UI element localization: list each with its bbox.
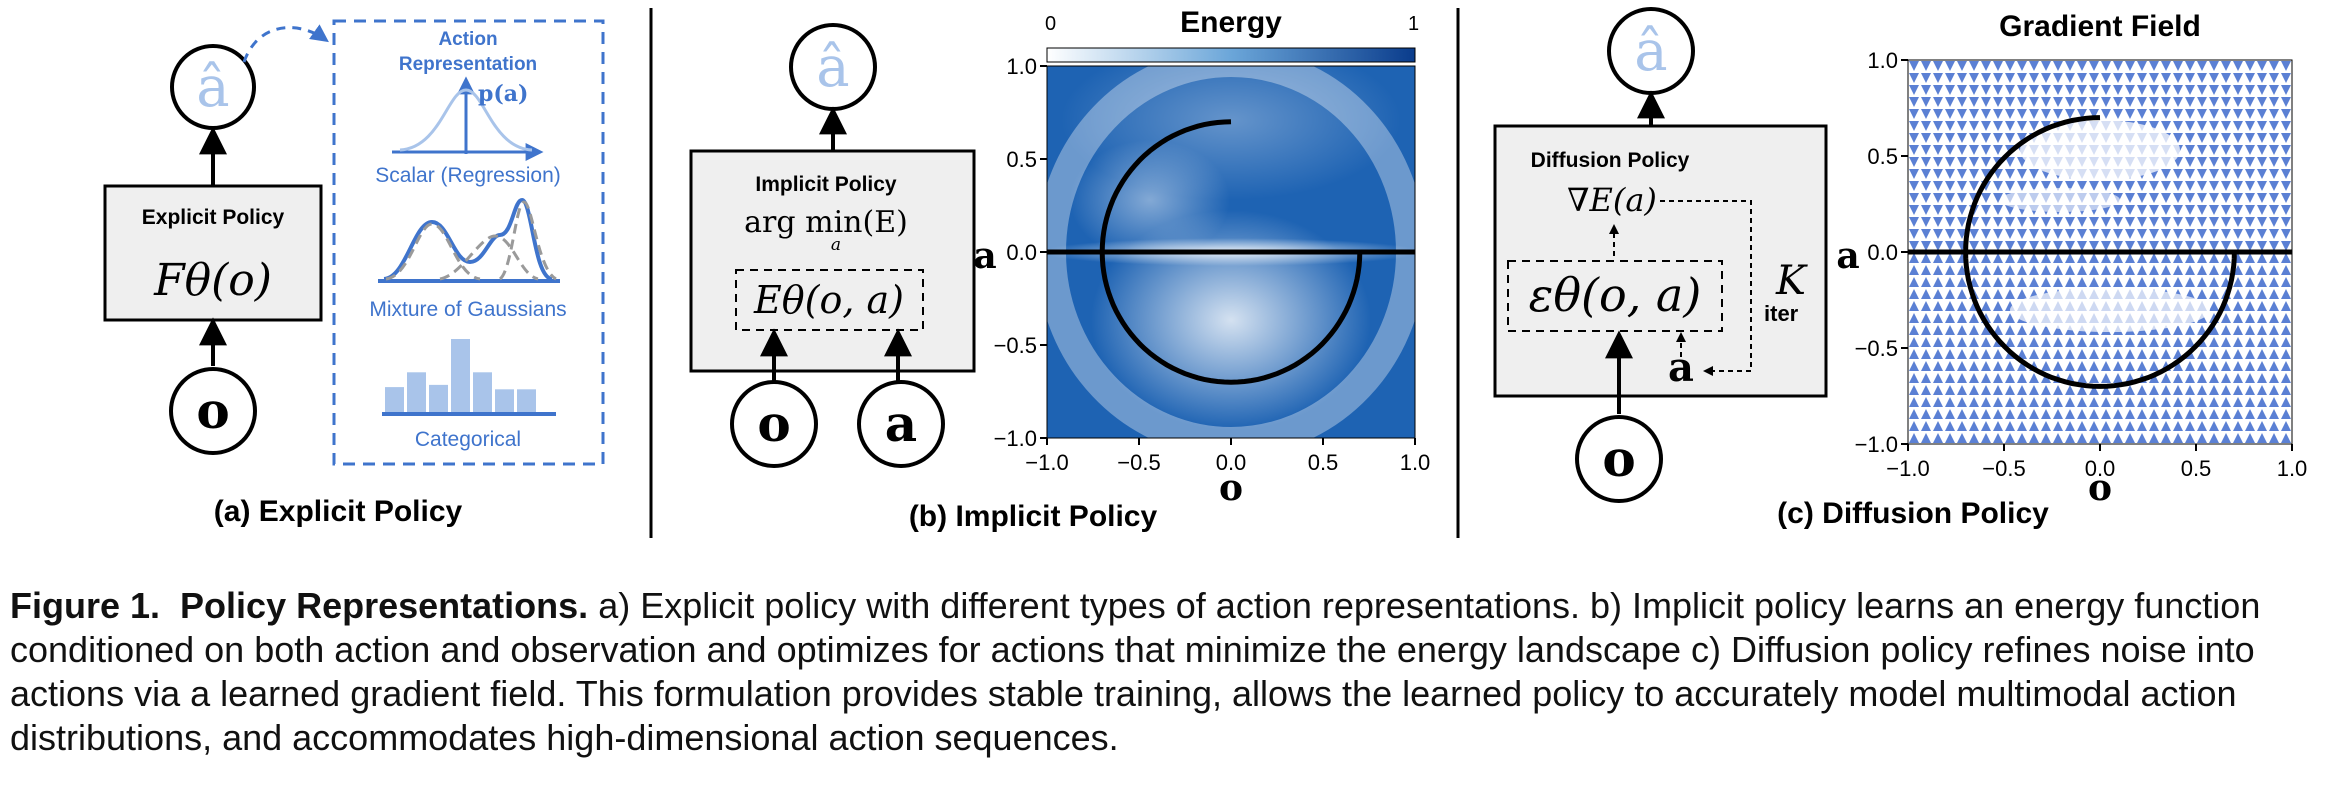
y-tick-label: 0.0 — [1867, 240, 1898, 265]
categorical-label: Categorical — [415, 428, 521, 451]
panel-a: â Explicit Policy Fθ(o) o Action Represe… — [103, 19, 605, 528]
implicit-policy-title: Implicit Policy — [755, 173, 897, 196]
energy-colorbar — [1046, 47, 1416, 63]
eps-formula: εθ(o, a) — [1529, 268, 1702, 322]
panel-c: â Diffusion Policy ∇E(a) εθ(o, a) a K it… — [1493, 7, 2307, 530]
x-tick-label: 0.5 — [1308, 450, 1339, 475]
y-tick-label: −0.5 — [1855, 336, 1898, 361]
x-tick-label: −0.5 — [1982, 456, 2025, 481]
output-symbol-a: â — [196, 55, 229, 120]
input-symbol-a: o — [196, 381, 229, 440]
categorical-bar — [451, 339, 470, 413]
x-tick-label: 1.0 — [1400, 450, 1431, 475]
gradient-ylabel: a — [1836, 235, 1859, 277]
energy-title: Energy — [1180, 6, 1282, 39]
explicit-policy-box — [103, 184, 323, 322]
gradient-y-axis: 1.0 0.5 0.0 −0.5 −1.0 — [1855, 48, 1908, 457]
action-rep-title-line1: Action — [438, 29, 497, 50]
x-tick-label: 0.0 — [2085, 456, 2116, 481]
colorbar-min: 0 — [1045, 13, 1056, 35]
gradient-field-plot — [1907, 59, 2293, 445]
subcaption-c: (c) Diffusion Policy — [1777, 497, 2049, 530]
figure-title: Policy Representations. — [180, 585, 589, 626]
y-tick-label: 1.0 — [1867, 48, 1898, 73]
x-tick-label: −1.0 — [1025, 450, 1068, 475]
gradient-xlabel: o — [2088, 467, 2112, 509]
a-symbol-c: a — [1668, 344, 1694, 391]
y-tick-label: −1.0 — [1855, 432, 1898, 457]
diffusion-policy-title: Diffusion Policy — [1531, 149, 1690, 172]
output-symbol-c: â — [1634, 19, 1667, 84]
pa-label: p(a) — [478, 81, 528, 107]
action-rep-title-line2: Representation — [399, 54, 537, 75]
energy-x-axis: −1.0 −0.5 0.0 0.5 1.0 — [1025, 438, 1430, 475]
x-tick-label: 1.0 — [2277, 456, 2308, 481]
x-tick-label: 0.5 — [2181, 456, 2212, 481]
input-node-a-b — [857, 380, 945, 468]
y-tick-label: −0.5 — [994, 333, 1037, 358]
figure-caption: Figure 1. Policy Representations. a) Exp… — [10, 584, 2330, 760]
x-tick-label: 0.0 — [1216, 450, 1247, 475]
gradient-x-axis: −1.0 −0.5 0.0 0.5 1.0 — [1886, 444, 2307, 481]
input-symbol-c: o — [1602, 429, 1635, 488]
y-tick-label: −1.0 — [994, 426, 1037, 451]
k-label: K — [1775, 258, 1808, 304]
y-tick-label: 0.0 — [1006, 240, 1037, 265]
subcaption-a: (a) Explicit Policy — [214, 495, 463, 528]
explicit-policy-formula: Fθ(o) — [153, 255, 272, 306]
input-node-a — [169, 367, 257, 455]
argmin-text: arg min(E) — [744, 205, 908, 240]
colorbar-max: 1 — [1408, 13, 1419, 35]
energy-function-box — [735, 269, 924, 331]
energy-y-axis: 1.0 0.5 0.0 −0.5 −1.0 — [994, 54, 1047, 451]
gradient-field-lower — [1908, 252, 2292, 444]
x-tick-label: −0.5 — [1117, 450, 1160, 475]
gradient-data-curve — [1963, 115, 2237, 389]
categorical-bar — [495, 389, 514, 413]
y-tick-label: 0.5 — [1006, 147, 1037, 172]
input-node-c — [1575, 415, 1663, 503]
panel-b: â Implicit Policy arg min(E) a Eθ(o, a) … — [689, 6, 1430, 533]
mixture-of-gaussians-label: Mixture of Gaussians — [369, 298, 566, 321]
scalar-regression-icon — [392, 76, 544, 161]
iteration-loop-arrow — [1660, 200, 1752, 376]
input-node-o-b — [730, 380, 818, 468]
action-representation-box — [332, 19, 605, 466]
categorical-histogram — [385, 339, 536, 413]
categorical-bar — [473, 372, 492, 413]
dashed-link-arrow — [242, 24, 329, 63]
categorical-bar — [429, 384, 448, 413]
x-tick-label: −1.0 — [1886, 456, 1929, 481]
noise-prediction-box — [1507, 260, 1723, 332]
energy-ylabel: a — [973, 235, 996, 277]
argmin-subscript: a — [831, 235, 841, 255]
grad-formula: ∇E(a) — [1567, 181, 1657, 219]
implicit-policy-box — [689, 149, 976, 373]
output-symbol-b: â — [816, 35, 849, 100]
figure-svg: â Explicit Policy Fθ(o) o Action Represe… — [103, 6, 2307, 538]
input-o-b: o — [757, 394, 790, 453]
explicit-policy-title: Explicit Policy — [142, 206, 285, 229]
caption-body: a) Explicit policy with different types … — [10, 585, 2261, 758]
gradient-field-title: Gradient Field — [1999, 10, 2201, 43]
y-tick-label: 1.0 — [1006, 54, 1037, 79]
subcaption-b: (b) Implicit Policy — [909, 500, 1158, 533]
figure-label: Figure 1. — [10, 585, 161, 626]
energy-xlabel: o — [1219, 467, 1243, 509]
iter-label: iter — [1764, 301, 1799, 326]
energy-heatmap — [1046, 65, 1416, 439]
categorical-bar — [385, 387, 404, 413]
energy-formula: Eθ(o, a) — [753, 278, 904, 322]
mixture-of-gaussians-icon — [378, 197, 560, 283]
y-tick-label: 0.5 — [1867, 144, 1898, 169]
categorical-bar — [407, 372, 426, 413]
categorical-bar — [517, 389, 536, 413]
energy-data-curve — [1099, 119, 1363, 385]
scalar-regression-label: Scalar (Regression) — [375, 164, 561, 187]
input-a-b: a — [885, 394, 917, 453]
